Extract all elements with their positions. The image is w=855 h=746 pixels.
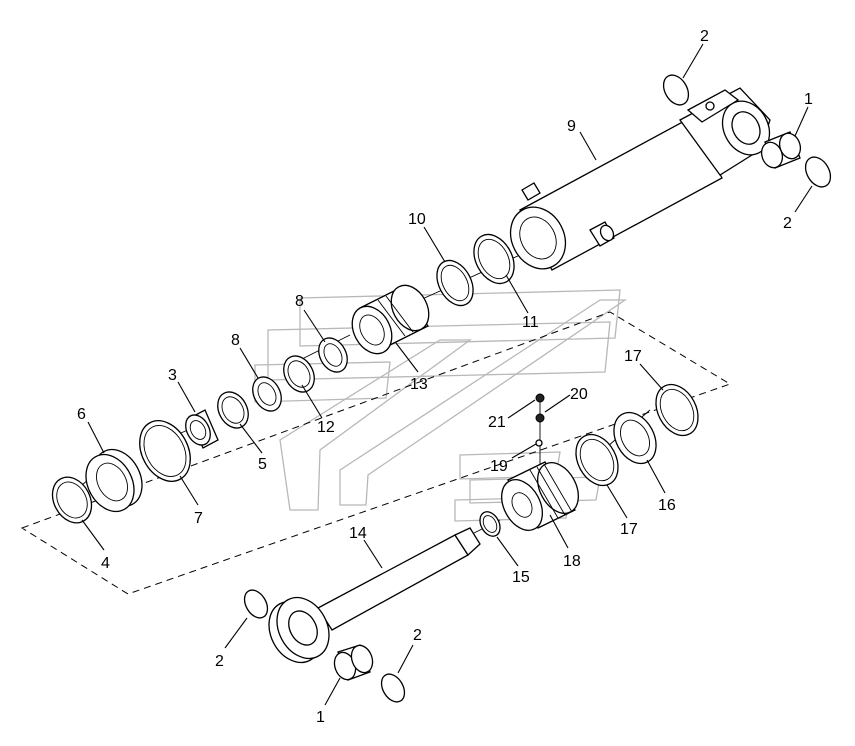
bushing-top bbox=[760, 131, 802, 169]
wiper-ring-8-upper bbox=[318, 337, 348, 373]
callout-2-right: 2 bbox=[783, 215, 792, 232]
ring-5 bbox=[217, 391, 249, 429]
snap-ring-top-left bbox=[662, 74, 690, 106]
callout-3: 3 bbox=[168, 367, 177, 384]
callout-4: 4 bbox=[101, 555, 110, 572]
piston-18 bbox=[501, 461, 579, 531]
callout-17-lower: 17 bbox=[620, 521, 638, 538]
head-6 bbox=[85, 448, 143, 513]
callout-1-bottom: 1 bbox=[316, 709, 325, 726]
callout-1-top: 1 bbox=[804, 91, 813, 108]
snap-ring-bottom-left bbox=[243, 589, 269, 619]
callout-5: 5 bbox=[258, 456, 267, 473]
callout-13: 13 bbox=[410, 376, 428, 393]
callout-11: 11 bbox=[522, 314, 539, 331]
callout-14: 14 bbox=[349, 525, 367, 542]
callout-2-bottom-right: 2 bbox=[413, 627, 422, 644]
callout-18: 18 bbox=[563, 553, 581, 570]
fitting-19-20-21 bbox=[535, 393, 545, 468]
callout-6: 6 bbox=[77, 406, 86, 423]
ring-17-lower bbox=[575, 433, 619, 487]
callout-19: 19 bbox=[490, 458, 508, 475]
callout-20: 20 bbox=[570, 386, 588, 403]
callout-2-top: 2 bbox=[700, 28, 709, 45]
callout-21: 21 bbox=[488, 414, 506, 431]
seal-ring-10 bbox=[436, 259, 474, 307]
leader-lines bbox=[81, 43, 813, 706]
callout-8-upper: 8 bbox=[295, 293, 304, 310]
o-ring-15 bbox=[479, 511, 501, 537]
seal-ring-11 bbox=[473, 233, 515, 285]
callout-12: 12 bbox=[317, 419, 335, 436]
seal-12 bbox=[283, 355, 315, 393]
cylinder-barrel bbox=[509, 87, 771, 271]
snap-ring-bottom-right bbox=[380, 673, 406, 703]
callout-labels: 2 1 9 2 10 11 8 13 8 12 3 5 6 7 4 17 20 … bbox=[77, 28, 813, 726]
assembly-envelope bbox=[20, 311, 732, 595]
callout-15: 15 bbox=[512, 569, 530, 586]
bushing-3 bbox=[185, 409, 219, 449]
wiper-ring-8-lower bbox=[252, 376, 282, 412]
callout-9: 9 bbox=[567, 118, 576, 135]
ring-17-upper bbox=[655, 383, 699, 437]
callout-16: 16 bbox=[658, 497, 676, 514]
snap-ring-top-right bbox=[804, 156, 832, 188]
callout-7: 7 bbox=[194, 510, 203, 527]
callout-2-bottom-left: 2 bbox=[215, 653, 224, 670]
callout-10: 10 bbox=[408, 211, 426, 228]
bushing-bottom bbox=[333, 644, 374, 681]
piston-rod-14 bbox=[268, 527, 481, 664]
callout-8-lower: 8 bbox=[231, 332, 240, 349]
callout-17-upper: 17 bbox=[624, 348, 642, 365]
gland-13 bbox=[351, 284, 430, 355]
